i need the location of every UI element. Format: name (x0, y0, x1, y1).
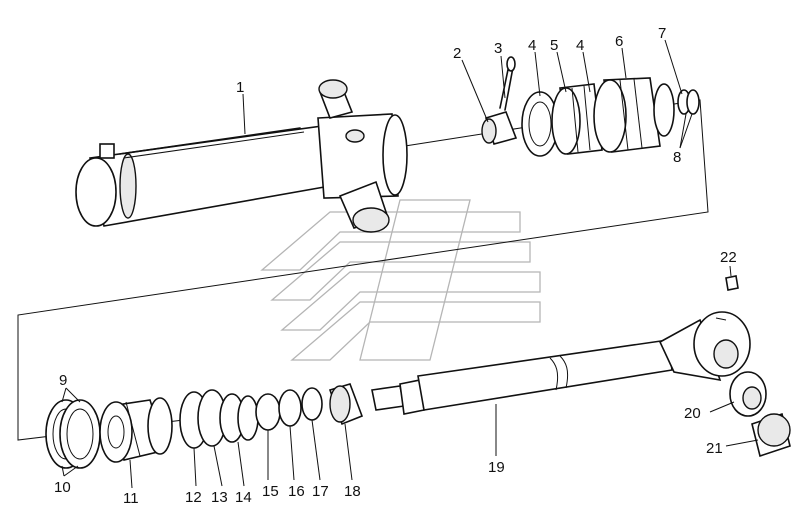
callout-5: 5 (550, 37, 558, 54)
spherical-bearing (729, 371, 767, 417)
callout-11: 11 (123, 490, 139, 507)
callout-4a: 4 (528, 37, 536, 54)
callout-2: 2 (453, 45, 461, 62)
callout-15: 15 (262, 483, 279, 500)
piston-seal-ring-b (551, 83, 603, 155)
cylinder-barrel (75, 79, 408, 233)
callout-19: 19 (488, 459, 505, 476)
callout-17: 17 (312, 483, 329, 500)
cylinder-head (99, 397, 173, 463)
callout-14: 14 (235, 489, 252, 506)
callout-4b: 4 (576, 37, 584, 54)
head-rings (179, 389, 259, 449)
piston (593, 77, 675, 153)
callout-10: 10 (54, 479, 71, 496)
callout-21: 21 (706, 440, 723, 457)
seal-rings (45, 399, 101, 469)
callout-3: 3 (494, 40, 502, 57)
callout-18: 18 (344, 483, 361, 500)
callout-1: 1 (236, 79, 244, 96)
back-up-rings (677, 89, 700, 115)
rod-bushings (255, 383, 364, 431)
piston-rod (371, 311, 751, 415)
callout-12: 12 (185, 489, 202, 506)
callout-16: 16 (288, 483, 305, 500)
callout-8: 8 (673, 149, 681, 166)
callout-6: 6 (615, 33, 623, 50)
leader-lines (61, 39, 759, 489)
pin-bushing (751, 412, 791, 458)
callout-9: 9 (59, 372, 67, 389)
watermark-logo (260, 199, 541, 361)
cotter-pin (499, 56, 516, 111)
callout-22: 22 (720, 249, 737, 266)
callout-13: 13 (211, 489, 228, 506)
callout-labels: 1 2 3 4 5 4 6 7 8 9 10 11 12 13 14 15 16… (54, 25, 737, 507)
lock-nut (481, 111, 518, 145)
callout-7: 7 (658, 25, 666, 42)
callout-20: 20 (684, 405, 701, 422)
grease-fitting (725, 275, 739, 291)
